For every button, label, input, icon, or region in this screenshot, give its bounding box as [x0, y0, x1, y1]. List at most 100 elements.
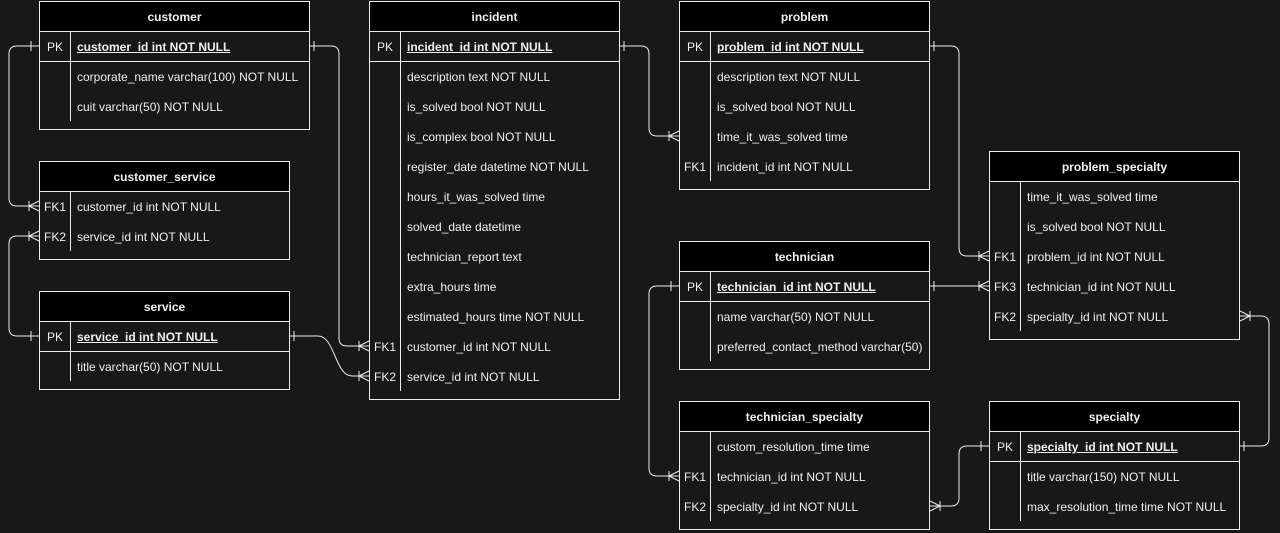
key-label: PK: [46, 330, 63, 344]
column-definition: preferred_contact_method varchar(50): [717, 340, 923, 354]
primary-key-row[interactable]: PK problem_id int NOT NULL: [680, 32, 929, 62]
column-row[interactable]: solved_date datetime: [370, 212, 619, 242]
edge-customer-incident: [310, 41, 370, 352]
column-row[interactable]: is_solved bool NOT NULL: [370, 92, 619, 122]
column-row[interactable]: extra_hours time: [370, 272, 619, 302]
table-title: specialty: [990, 402, 1239, 432]
column-row[interactable]: FK1 incident_id int NOT NULL: [680, 152, 929, 182]
key-label: FK1: [683, 160, 706, 174]
column-row[interactable]: corporate_name varchar(100) NOT NULL: [40, 62, 309, 92]
column-row[interactable]: time_it_was_solved time: [990, 182, 1239, 212]
column-row[interactable]: FK1 technician_id int NOT NULL: [680, 462, 929, 492]
column-definition: description text NOT NULL: [407, 70, 551, 84]
column-row[interactable]: max_resolution_time time NOT NULL: [990, 492, 1239, 522]
column-definition: problem_id int NOT NULL: [1027, 250, 1165, 264]
key-label: FK2: [683, 500, 706, 514]
column-row[interactable]: title varchar(50) NOT NULL: [40, 352, 289, 382]
column-definition: specialty_id int NOT NULL: [717, 500, 859, 514]
key-label: FK2: [373, 370, 396, 384]
column-row[interactable]: custom_resolution_time time: [680, 432, 929, 462]
column-row[interactable]: description text NOT NULL: [680, 62, 929, 92]
edge-technician-technician-specialty: [648, 281, 680, 482]
column-definition: register_date datetime NOT NULL: [407, 160, 589, 174]
table-title: problem: [680, 2, 929, 32]
column-row[interactable]: FK2 specialty_id int NOT NULL: [680, 492, 929, 522]
column-definition: is_solved bool NOT NULL: [717, 100, 856, 114]
key-column-divider: [1020, 432, 1021, 521]
column-definition: technician_id int NOT NULL: [717, 280, 876, 294]
column-row[interactable]: description text NOT NULL: [370, 62, 619, 92]
table-title: customer: [40, 2, 309, 32]
key-column-divider: [710, 32, 711, 181]
column-row[interactable]: register_date datetime NOT NULL: [370, 152, 619, 182]
column-definition: service_id int NOT NULL: [407, 370, 540, 384]
key-column-divider: [710, 432, 711, 521]
primary-key-row[interactable]: PK service_id int NOT NULL: [40, 322, 289, 352]
column-row[interactable]: FK2 service_id int NOT NULL: [40, 222, 289, 252]
key-label: FK1: [993, 250, 1016, 264]
column-definition: extra_hours time: [407, 280, 497, 294]
column-row[interactable]: cuit varchar(50) NOT NULL: [40, 92, 309, 122]
column-row[interactable]: time_it_was_solved time: [680, 122, 929, 152]
column-row[interactable]: estimated_hours time NOT NULL: [370, 302, 619, 332]
key-column-divider: [70, 32, 71, 121]
edge-specialty-technician-specialty: [929, 441, 989, 512]
edge-service-customer-service: [8, 230, 40, 341]
column-definition: service_id int NOT NULL: [77, 330, 218, 344]
column-row[interactable]: preferred_contact_method varchar(50): [680, 332, 929, 362]
table-title: service: [40, 292, 289, 322]
column-definition: is_complex bool NOT NULL: [407, 130, 556, 144]
column-row[interactable]: name varchar(50) NOT NULL: [680, 302, 929, 332]
column-definition: custom_resolution_time time: [717, 440, 870, 454]
column-definition: max_resolution_time time NOT NULL: [1027, 500, 1227, 514]
primary-key-row[interactable]: PK customer_id int NOT NULL: [40, 32, 309, 62]
column-definition: service_id int NOT NULL: [77, 230, 210, 244]
column-row[interactable]: hours_it_was_solved time: [370, 182, 619, 212]
edge-problem-problem-specialty: [930, 41, 990, 262]
column-row[interactable]: title varchar(150) NOT NULL: [990, 462, 1239, 492]
key-column-divider: [400, 32, 401, 391]
key-column-divider: [70, 192, 71, 251]
column-definition: customer_id int NOT NULL: [407, 340, 551, 354]
column-definition: technician_id int NOT NULL: [717, 470, 866, 484]
column-definition: problem_id int NOT NULL: [717, 40, 864, 54]
edge-technician-problem-specialty: [930, 280, 990, 292]
column-row[interactable]: is_complex bool NOT NULL: [370, 122, 619, 152]
edge-specialty-problem-specialty: [1239, 310, 1270, 451]
column-row[interactable]: is_solved bool NOT NULL: [680, 92, 929, 122]
table-title: problem_specialty: [990, 152, 1239, 182]
key-label: PK: [686, 40, 703, 54]
column-definition: incident_id int NOT NULL: [407, 40, 553, 54]
key-label: FK2: [43, 230, 66, 244]
table-title: technician: [680, 242, 929, 272]
column-row[interactable]: FK2 service_id int NOT NULL: [370, 362, 619, 392]
column-row[interactable]: technician_report text: [370, 242, 619, 272]
key-label: FK1: [683, 470, 706, 484]
key-label: PK: [996, 440, 1013, 454]
column-definition: corporate_name varchar(100) NOT NULL: [77, 70, 299, 84]
column-row[interactable]: is_solved bool NOT NULL: [990, 212, 1239, 242]
column-row[interactable]: FK1 problem_id int NOT NULL: [990, 242, 1239, 272]
column-definition: incident_id int NOT NULL: [717, 160, 853, 174]
column-definition: customer_id int NOT NULL: [77, 40, 231, 54]
edge-incident-problem: [620, 41, 680, 142]
edge-customer-customer-service: [8, 41, 40, 212]
key-label: PK: [46, 40, 63, 54]
